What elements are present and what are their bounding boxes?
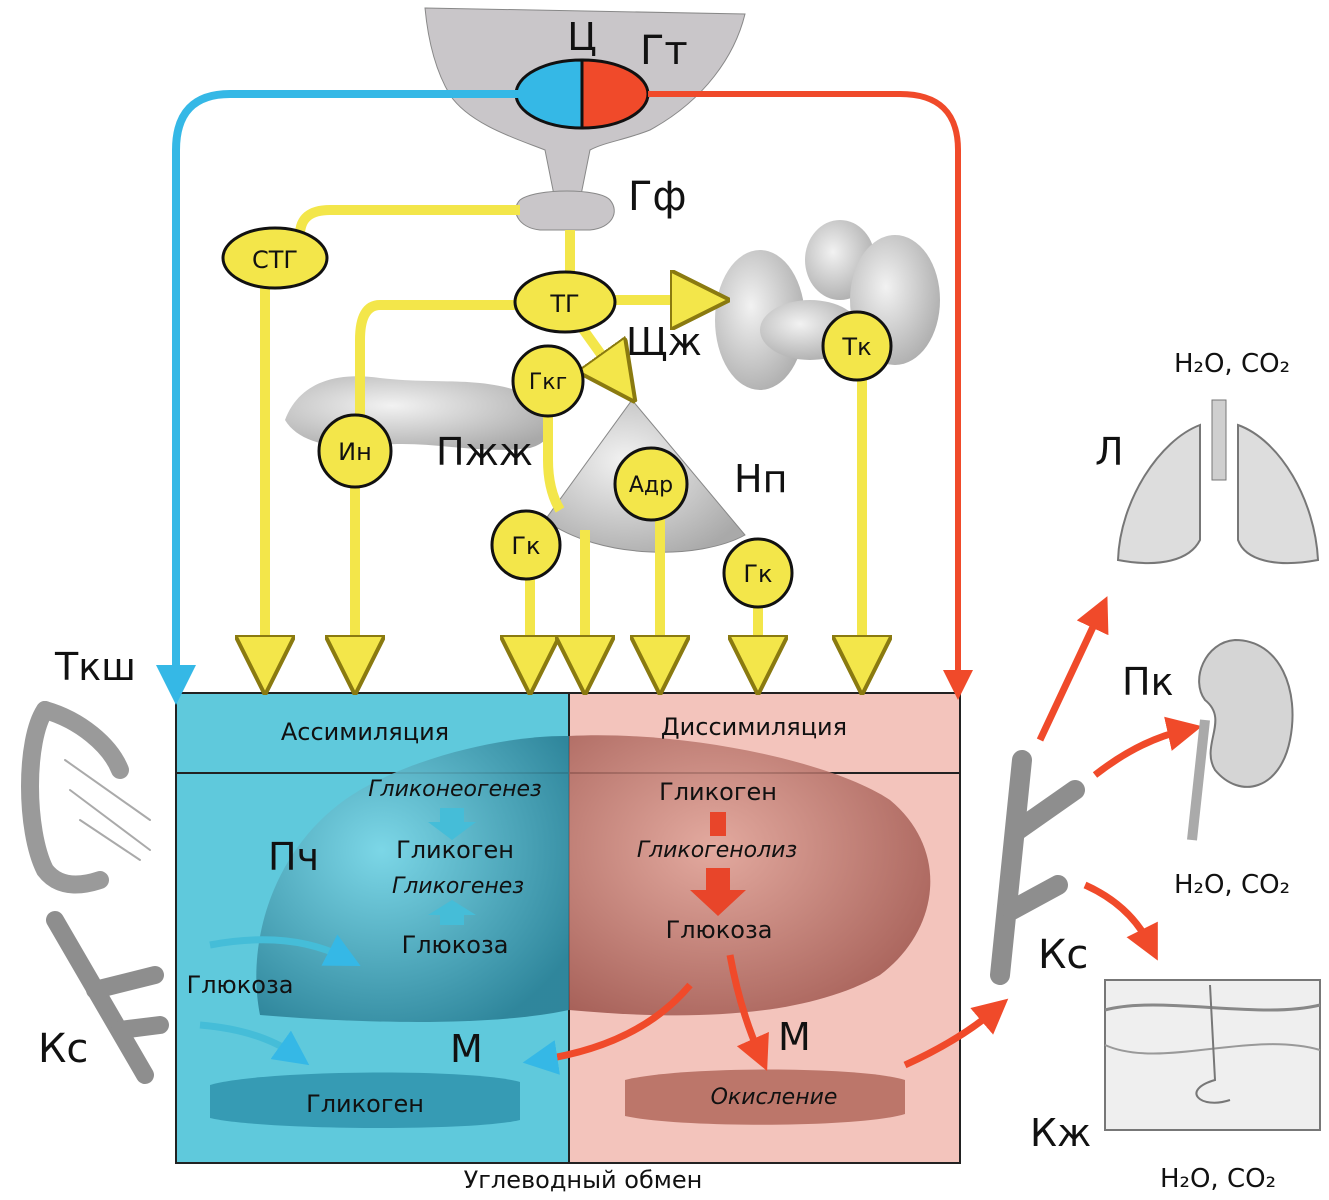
skin-illustration	[1105, 980, 1320, 1130]
hormone-tg: ТГ	[515, 272, 615, 332]
hormone-gkg: Гкг	[513, 346, 583, 416]
label-blood-vessel-right: Кс	[1038, 932, 1088, 978]
label-thyroid: Щж	[626, 320, 702, 364]
pituitary-illustration	[516, 191, 615, 230]
label-liver: Пч	[268, 835, 319, 879]
skin-products: H₂O, CO₂	[1160, 1164, 1276, 1194]
hormone-insulin: Ин	[319, 415, 391, 487]
dissim-glycogen-label: Гликоген	[659, 778, 777, 806]
hormone-stg: СТГ	[223, 228, 327, 288]
hormone-gk-right: Гк	[724, 539, 792, 607]
lungs-products: H₂O, CO₂	[1174, 349, 1290, 379]
label-muscle-left: М	[450, 1027, 483, 1071]
svg-text:СТГ: СТГ	[252, 246, 298, 274]
label-muscle-right: М	[778, 1015, 811, 1059]
gluconeogenesis-label: Гликонеогенез	[368, 777, 541, 802]
muscle-glycogen-label: Гликоген	[306, 1090, 424, 1118]
label-kidney: Пк	[1122, 660, 1174, 704]
glucose-input-label: Глюкоза	[187, 971, 294, 999]
tissue-capillary-illustration	[30, 710, 150, 884]
dissim-glucose-label: Глюкоза	[666, 916, 773, 944]
diagram-caption: Углеводный обмен	[464, 1166, 703, 1194]
hormone-adrenaline: Адр	[615, 448, 687, 520]
label-pancreas: Пжж	[436, 430, 533, 474]
label-tissue-capillary: Ткш	[54, 645, 136, 689]
svg-text:Адр: Адр	[629, 473, 673, 498]
hormone-tk: Тк	[823, 312, 891, 380]
svg-text:Тк: Тк	[841, 333, 871, 361]
kidney-products: H₂O, CO₂	[1174, 870, 1290, 900]
glycogenolysis-label: Гликогенолиз	[637, 838, 797, 863]
label-skin: Кж	[1030, 1111, 1091, 1155]
oxidation-label: Окисление	[711, 1085, 838, 1110]
glycogenesis-label: Гликогенез	[392, 874, 524, 899]
label-center: Ц	[567, 15, 597, 59]
label-hypothalamus: Гт	[640, 28, 688, 74]
red-hormone-path	[648, 94, 958, 685]
svg-text:Ин: Ин	[338, 438, 372, 466]
liver-glycogen-label: Гликоген	[396, 836, 514, 864]
svg-text:Гк: Гк	[511, 532, 540, 560]
lungs-illustration	[1118, 400, 1318, 563]
label-adrenal: Нп	[734, 457, 787, 501]
svg-text:Гкг: Гкг	[529, 370, 567, 395]
svg-text:ТГ: ТГ	[549, 290, 579, 318]
label-lungs: Л	[1095, 430, 1124, 474]
svg-text:Гк: Гк	[743, 560, 772, 588]
hormone-gk-left: Гк	[492, 511, 560, 579]
dissimilation-header: Диссимиляция	[661, 713, 847, 741]
liver-glucose-label: Глюкоза	[402, 931, 509, 959]
hypothalamus-center	[516, 60, 648, 128]
label-pituitary: Гф	[628, 174, 687, 220]
label-blood-vessel-left: Кс	[38, 1026, 88, 1072]
assimilation-header: Ассимиляция	[281, 718, 449, 746]
red-arrow-down-1	[710, 812, 726, 836]
kidney-illustration	[1192, 640, 1293, 840]
